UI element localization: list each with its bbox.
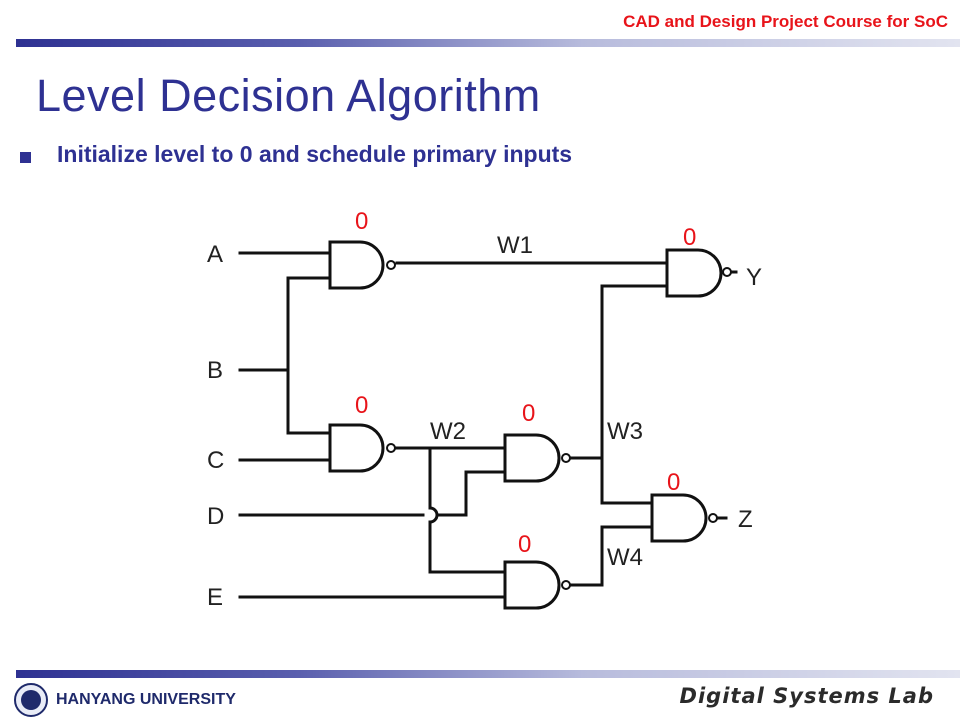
inverter-bubble-1 — [386, 260, 396, 270]
page-title: Level Decision Algorithm — [36, 70, 541, 121]
input-label-a: A — [207, 241, 223, 268]
level-label-gate-5: 0 — [683, 224, 696, 251]
footer-divider — [16, 670, 960, 678]
inverter-bubble-3 — [561, 453, 571, 463]
output-label-z: Z — [738, 506, 753, 533]
level-label-gate-1: 0 — [355, 208, 368, 235]
nand-gate-1 — [328, 240, 385, 290]
footer-university: HANYANG UNIVERSITY — [14, 683, 236, 717]
wire-label-w3: W3 — [607, 418, 643, 445]
university-name: HANYANG UNIVERSITY — [56, 691, 236, 708]
level-label-gate-2: 0 — [355, 392, 368, 419]
wire-label-w4: W4 — [607, 544, 643, 571]
level-label-gate-6: 0 — [667, 469, 680, 496]
lab-name: Digital Systems Lab — [679, 684, 934, 708]
university-emblem-icon — [14, 683, 48, 717]
inverter-bubble-4 — [561, 580, 571, 590]
inverter-bubble-5 — [722, 267, 732, 277]
nand-gate-6 — [650, 493, 708, 543]
header-divider — [16, 39, 960, 47]
level-label-gate-3: 0 — [522, 400, 535, 427]
nand-gate-5 — [665, 248, 723, 298]
wire-label-w1: W1 — [497, 232, 533, 259]
nand-gate-4 — [503, 560, 561, 610]
wire-label-w2: W2 — [430, 418, 466, 445]
course-title: CAD and Design Project Course for SoC — [623, 12, 948, 31]
input-label-d: D — [207, 503, 224, 530]
inverter-bubble-6 — [708, 513, 718, 523]
nand-gate-2 — [328, 423, 385, 473]
input-label-b: B — [207, 357, 223, 384]
bullet-text: Initialize level to 0 and schedule prima… — [57, 141, 573, 167]
level-label-gate-4: 0 — [518, 531, 531, 558]
nand-gate-3 — [503, 433, 561, 483]
output-label-y: Y — [746, 264, 762, 291]
input-label-e: E — [207, 584, 223, 611]
square-bullet-icon — [20, 152, 31, 163]
input-label-c: C — [207, 447, 224, 474]
inverter-bubble-2 — [386, 443, 396, 453]
